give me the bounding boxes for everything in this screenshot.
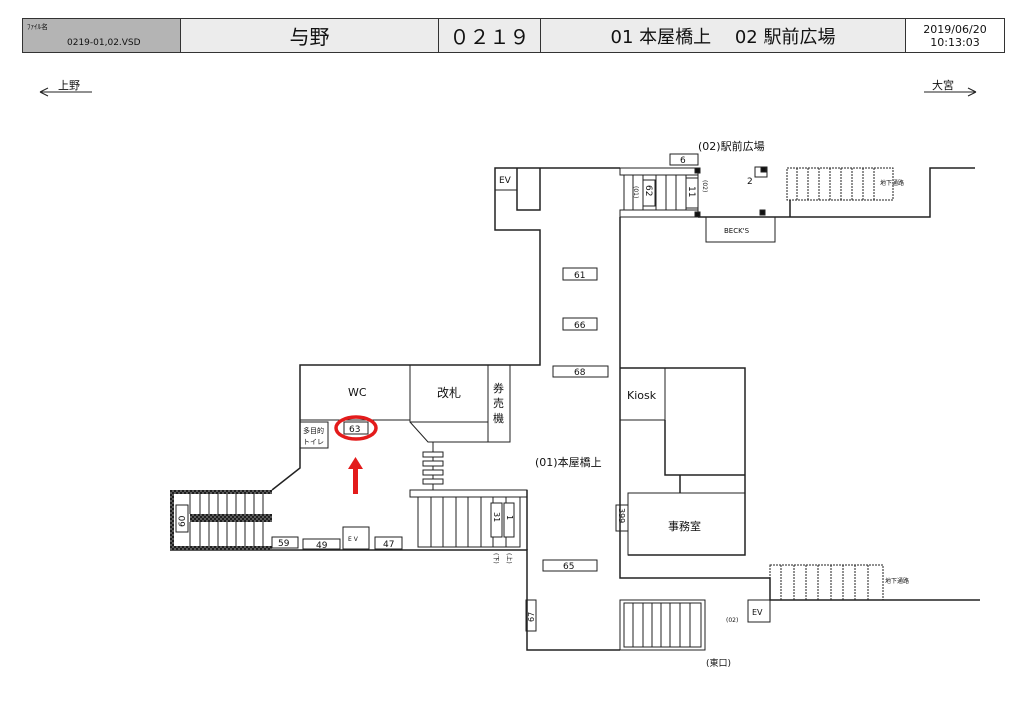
board-31-label: 31	[492, 512, 501, 522]
board-1	[503, 502, 515, 538]
kiosk-label: Kiosk	[627, 389, 657, 402]
gate-outline	[409, 421, 510, 443]
board-399	[615, 504, 629, 532]
file-name-cell: ﾌｧｲﾙ名 0219-01,02.VSD	[22, 18, 181, 53]
board-63	[343, 421, 369, 435]
board-65-label: 65	[563, 562, 574, 572]
underground-passage-top	[786, 167, 894, 201]
board-49-label: 49	[316, 541, 328, 551]
stairs-east-exit	[619, 599, 706, 651]
multi-toilet-label-2: トイレ	[303, 438, 324, 446]
kiosk	[619, 367, 666, 421]
up-label: (上)	[505, 553, 513, 564]
board-399-label: 399	[617, 508, 626, 523]
board-68	[552, 365, 609, 378]
file-name: 0219-01,02.VSD	[67, 38, 141, 48]
multi-toilet-label-1: 多目的	[303, 426, 324, 435]
elevator-east-label: EV	[752, 608, 763, 617]
file-name-label: ﾌｧｲﾙ名	[27, 23, 48, 31]
direction-left-label: 上野	[58, 79, 80, 92]
becks-label: BECK'S	[724, 227, 750, 235]
time: 10:13:03	[930, 35, 980, 49]
station-name: 与野	[180, 18, 439, 53]
board-62-label: 62	[643, 185, 653, 196]
board-67-label: 67	[527, 612, 536, 622]
highlight-circle	[334, 415, 378, 441]
board-67	[525, 599, 537, 632]
underground-passage-bottom	[769, 564, 884, 601]
board-1-label: 1	[505, 515, 514, 520]
board-60	[175, 504, 189, 533]
board-59	[271, 536, 299, 549]
board-61	[562, 267, 598, 281]
ticket-machine-label-1: 券	[493, 381, 504, 395]
elevator-top-label: EV	[499, 176, 512, 186]
underground-bottom-label: 地下通路	[885, 577, 909, 585]
board-11	[685, 177, 699, 209]
elevator-top	[494, 167, 518, 191]
board-31	[490, 502, 503, 538]
walls	[170, 167, 980, 651]
board-68-label: 68	[574, 368, 586, 378]
office-label: 事務室	[668, 519, 701, 533]
becks-shop	[705, 216, 776, 243]
timestamp-cell: 2019/06/20 10:13:03	[905, 18, 1005, 53]
board-59-label: 59	[278, 539, 290, 549]
elevator-east	[747, 599, 771, 623]
board-66	[562, 317, 598, 331]
board-62	[642, 179, 656, 207]
stairs-left	[170, 490, 272, 550]
area-list: 01 本屋橋上 02 駅前広場	[540, 18, 906, 53]
direction-right-label: 大宮	[932, 78, 954, 92]
underground-top-label: 地下通路	[880, 179, 904, 187]
board-47-label: 47	[383, 540, 394, 550]
down-label: (下)	[492, 553, 499, 564]
elevator-concourse	[342, 526, 370, 550]
stairs-concourse	[409, 489, 528, 548]
east-exit-02-label: (02)	[726, 617, 738, 624]
board-63-label: 63	[349, 425, 360, 435]
area-01-title: (01)本屋橋上	[535, 455, 602, 469]
board-2-label: 2	[747, 177, 753, 187]
stairs-02-label: (02)	[701, 180, 708, 192]
board-6	[669, 153, 699, 166]
board-61-label: 61	[574, 271, 585, 281]
board-60-label: 60	[178, 515, 188, 527]
ticket-machine-label-3: 機	[493, 411, 504, 425]
multipurpose-toilet	[299, 421, 329, 449]
highlight-arrow	[348, 457, 363, 494]
gate-turnstiles	[422, 442, 444, 490]
station-code: ０２１９	[438, 18, 541, 53]
stairs-01-label: (01)	[632, 186, 639, 198]
board-2-marker	[760, 166, 767, 173]
elevator-concourse-label: E V	[348, 536, 359, 543]
date: 2019/06/20	[923, 22, 987, 36]
board-65	[542, 559, 598, 572]
marker	[759, 209, 766, 216]
board-47	[374, 536, 403, 550]
east-exit-label: (東口)	[706, 657, 731, 669]
board-11-label: 11	[686, 186, 696, 197]
board-49	[302, 538, 341, 550]
direction-right: 大宮	[924, 78, 977, 97]
board-6-label: 6	[680, 156, 686, 166]
area-02-title: (02)駅前広場	[698, 139, 765, 153]
ticket-machines	[487, 364, 511, 443]
ticket-gate-label: 改札	[437, 386, 461, 400]
ticket-machine-label-2: 売	[493, 397, 504, 410]
direction-left: 上野	[39, 79, 92, 97]
board-66-label: 66	[574, 321, 586, 331]
wc-label: WC	[348, 386, 367, 399]
